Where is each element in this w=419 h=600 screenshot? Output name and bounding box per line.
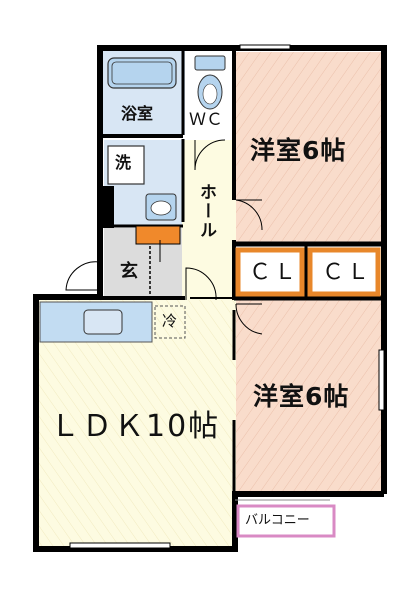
bath-label: 浴室 xyxy=(121,104,154,123)
wall-block xyxy=(100,186,114,228)
hall-fill xyxy=(182,140,236,300)
door-swings xyxy=(65,139,263,335)
interior-walls xyxy=(36,48,384,494)
washroom-label: 洗 xyxy=(115,153,132,172)
hall-label: ホール xyxy=(196,183,216,240)
closet-1-box xyxy=(235,247,305,297)
toilet-label: ＷＣ xyxy=(189,110,223,130)
closet-1-label: ＣＬ xyxy=(249,260,300,285)
windows xyxy=(69,44,385,549)
ldk-label: ＬＤＫ10帖 xyxy=(50,409,221,444)
toilet-tank xyxy=(194,55,226,71)
fridge-space xyxy=(154,305,186,339)
bedroom-2-fill xyxy=(235,300,382,494)
closet-2-label: ＣＬ xyxy=(322,260,373,285)
balcony xyxy=(236,504,336,538)
bedroom-2-label: 洋室6帖 xyxy=(253,382,350,411)
closet-2-box xyxy=(307,247,381,297)
kitchen-sink xyxy=(83,309,123,335)
balcony-label: バルコニー xyxy=(245,513,310,528)
washing-machine xyxy=(107,145,145,185)
shoe-cabinet xyxy=(135,225,181,245)
entrance-label: 玄 xyxy=(120,261,138,282)
bathtub xyxy=(107,57,177,89)
bedroom-1-fill xyxy=(235,52,382,244)
fridge-label: 冷 xyxy=(162,312,178,330)
bedroom-1-label: 洋室6帖 xyxy=(250,136,347,165)
